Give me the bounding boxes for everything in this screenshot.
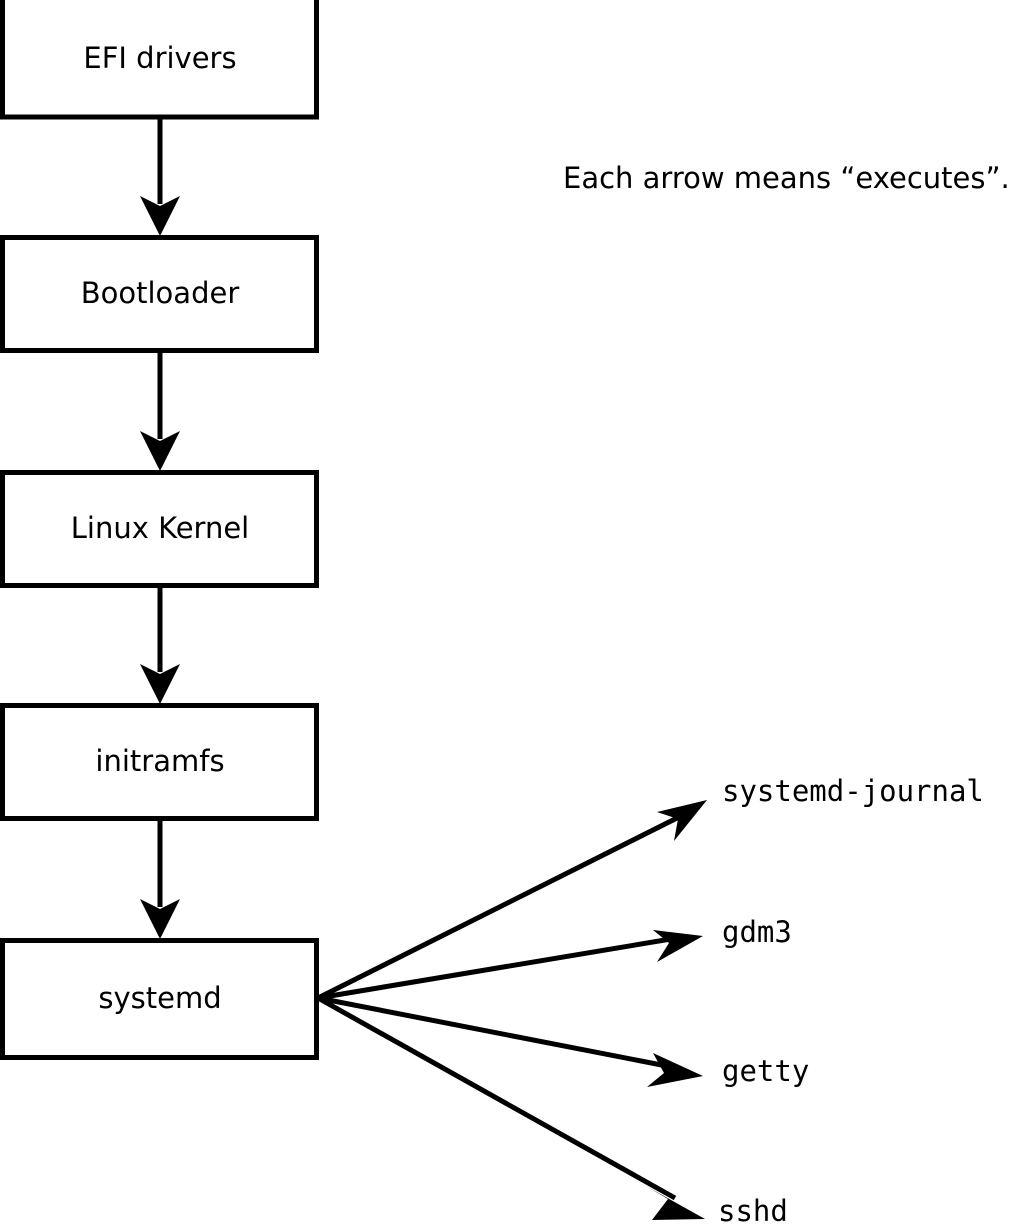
node-initramfs-label: initramfs	[95, 744, 224, 778]
node-linux-kernel[interactable]: Linux Kernel	[0, 470, 319, 588]
edge-systemd-to-gdm3	[317, 930, 703, 1001]
arrowhead-right-icon	[647, 1053, 703, 1087]
node-efi-drivers[interactable]: EFI drivers	[0, 0, 319, 120]
node-bootloader-label: Bootloader	[81, 276, 240, 310]
arrowhead-down-icon	[140, 899, 180, 939]
edge-bootloader-to-linux-kernel	[140, 351, 180, 471]
arrowhead-right-icon	[646, 1186, 705, 1220]
service-label-sshd: sshd	[718, 1194, 788, 1228]
edge-efi-drivers-to-bootloader	[140, 117, 180, 236]
node-initramfs-box	[0, 703, 319, 821]
service-label-gdm3: gdm3	[722, 915, 792, 949]
node-efi-drivers-label: EFI drivers	[83, 41, 236, 75]
node-systemd-label: systemd	[98, 981, 221, 1015]
node-linux-kernel-box	[0, 470, 319, 588]
edge-linux-kernel-to-initramfs	[140, 586, 180, 704]
edge-systemd-to-systemd-journal-line	[316, 812, 685, 1001]
arrowhead-down-icon	[140, 664, 180, 704]
node-systemd-box	[0, 938, 319, 1060]
edge-systemd-to-getty-line	[317, 995, 678, 1071]
arrowhead-right-icon	[657, 800, 707, 841]
edge-systemd-to-gdm3-line	[317, 935, 678, 1001]
edge-systemd-to-systemd-journal	[316, 800, 707, 1001]
service-label-getty: getty	[722, 1054, 809, 1088]
arrowhead-right-icon	[653, 930, 703, 962]
node-efi-drivers-box	[0, 0, 319, 120]
node-bootloader[interactable]: Bootloader	[0, 235, 319, 353]
node-systemd[interactable]: systemd	[0, 938, 319, 1060]
service-label-systemd-journal: systemd-journal	[722, 774, 984, 808]
legend-note: Each arrow means “executes”.	[563, 161, 1010, 195]
arrowhead-down-icon	[140, 196, 180, 236]
edge-systemd-to-getty	[317, 995, 703, 1087]
edge-initramfs-to-systemd	[140, 819, 180, 939]
arrowhead-down-icon	[140, 431, 180, 471]
edge-systemd-to-sshd	[316, 995, 705, 1220]
node-bootloader-box	[0, 235, 319, 353]
node-initramfs[interactable]: initramfs	[0, 703, 319, 821]
node-linux-kernel-label: Linux Kernel	[71, 511, 249, 545]
edge-systemd-to-sshd-line	[316, 995, 677, 1201]
